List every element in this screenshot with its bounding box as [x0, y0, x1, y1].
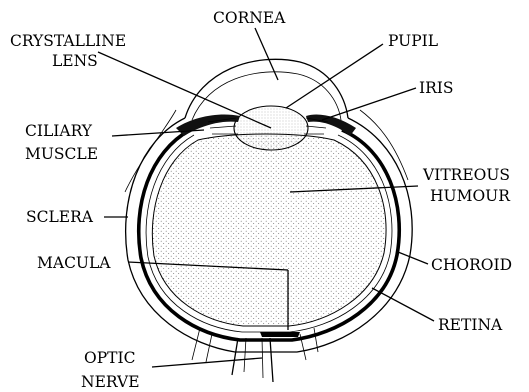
- label-ciliary-muscle-2: MUSCLE: [25, 145, 98, 163]
- optic-nerve: [192, 328, 318, 382]
- label-choroid: CHOROID: [431, 256, 512, 274]
- label-optic-nerve-2: NERVE: [81, 373, 140, 391]
- label-pupil: PUPIL: [388, 32, 438, 50]
- label-ciliary-muscle-1: CILIARY: [25, 122, 93, 140]
- label-retina: RETINA: [438, 316, 503, 334]
- label-iris: IRIS: [419, 79, 454, 97]
- label-cornea: CORNEA: [213, 9, 286, 27]
- label-crystalline-lens-2: LENS: [52, 52, 98, 70]
- label-vitreous-humour-1: VITREOUS: [422, 166, 510, 184]
- label-optic-nerve-1: OPTIC: [84, 349, 135, 367]
- label-crystalline-lens-1: CRYSTALLINE: [10, 32, 126, 50]
- label-sclera: SCLERA: [26, 208, 94, 226]
- vitreous-body: [152, 134, 386, 326]
- label-vitreous-humour-2: HUMOUR: [430, 187, 511, 205]
- macula-pit: [260, 332, 300, 337]
- label-macula: MACULA: [37, 254, 111, 272]
